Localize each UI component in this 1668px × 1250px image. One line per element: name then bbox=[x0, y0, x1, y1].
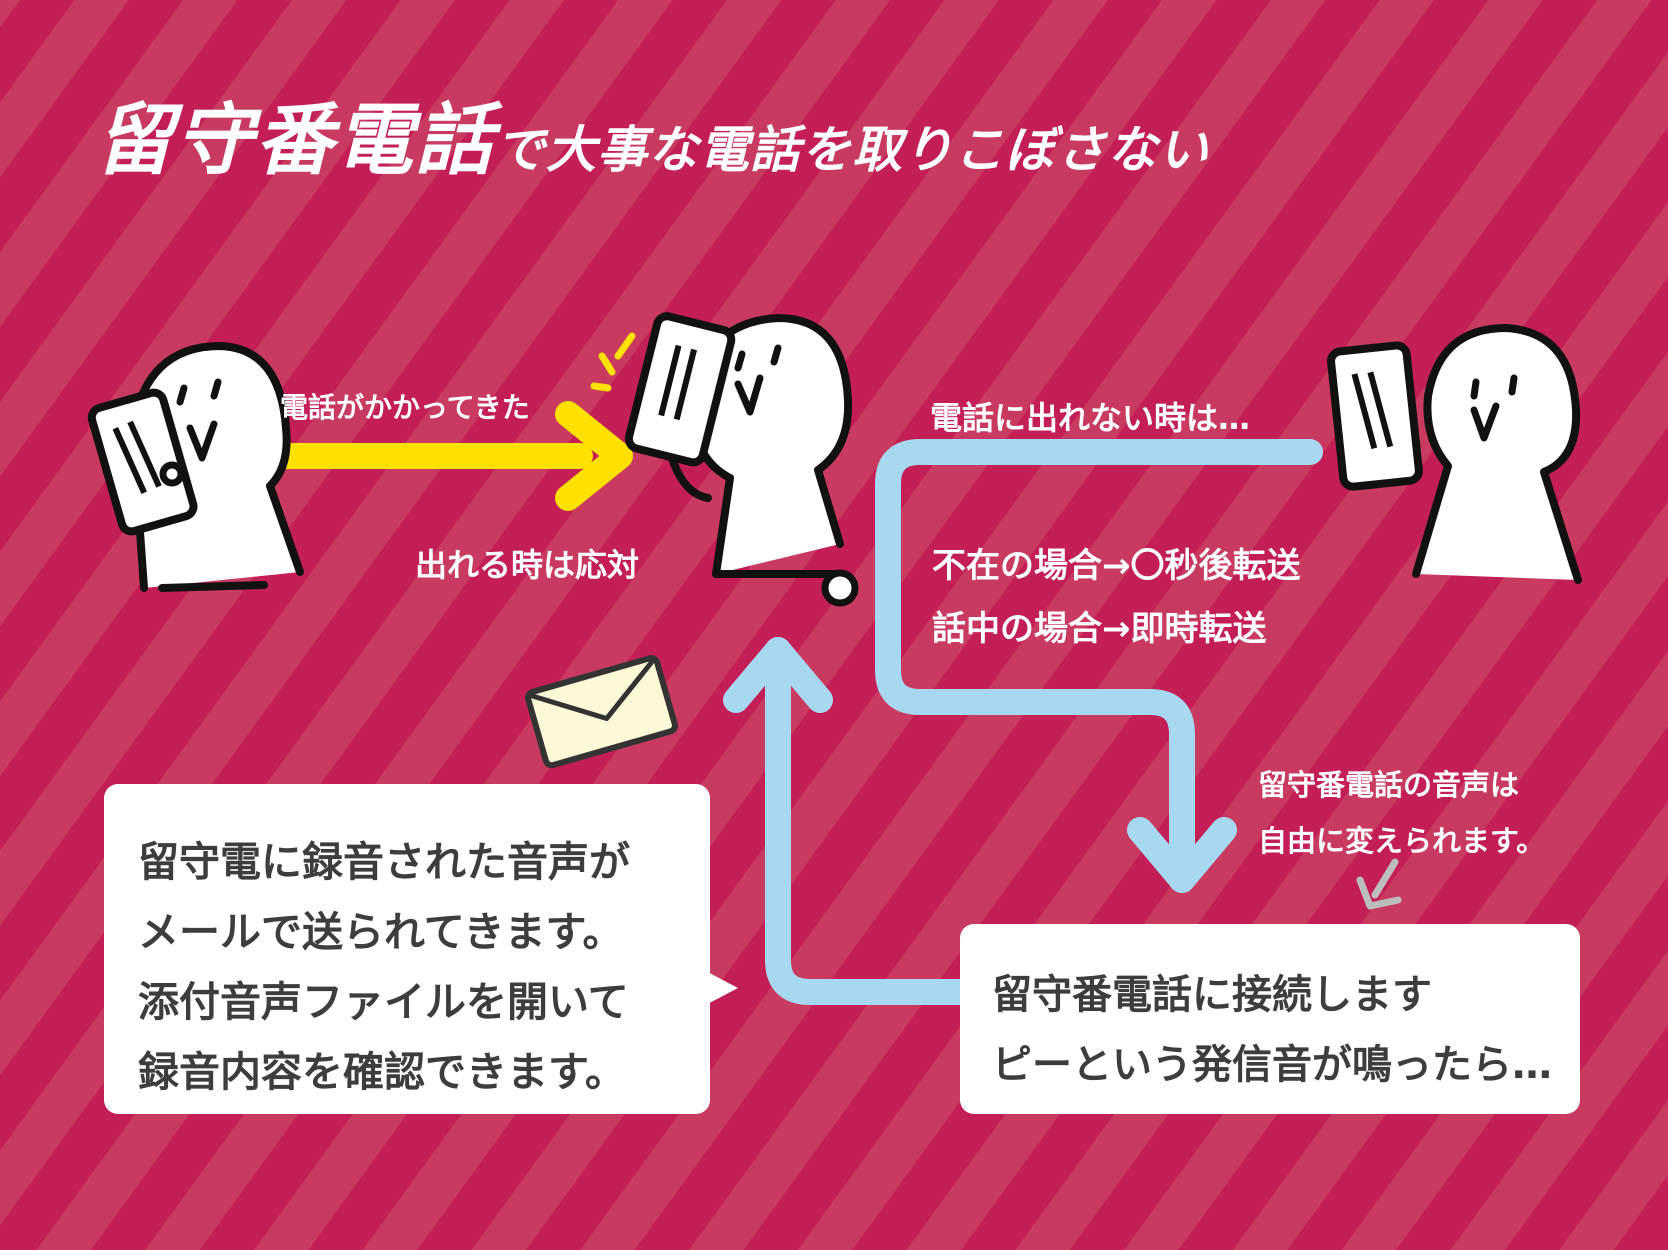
email-box: 留守電に録音された音声が メールで送られてきます。 添付音声ファイルを開いて 録… bbox=[104, 784, 710, 1114]
busy-rule-label: 話中の場合→即時転送 bbox=[932, 609, 1267, 649]
smartphone-icon bbox=[87, 388, 198, 536]
title-rest: で大事な電話を取りこぼさない bbox=[495, 121, 1210, 179]
voicemail-line1: 留守番電話に接続します bbox=[992, 972, 1432, 1018]
smartphone-icon bbox=[624, 312, 736, 467]
title-emphasis: 留守番電話 bbox=[95, 96, 496, 186]
receiver-figure-icon bbox=[624, 312, 853, 578]
email-line3: 添付音声ファイルを開いて bbox=[138, 978, 629, 1026]
email-line4: 録音内容を確認できます。 bbox=[138, 1048, 626, 1096]
return-path-arrow bbox=[723, 637, 973, 1005]
note-pointer-arrow bbox=[1356, 858, 1402, 910]
receiver-hand-icon bbox=[821, 569, 859, 607]
page-title: 留守番電話で大事な電話を取りこぼさない bbox=[95, 78, 1209, 190]
email-line1: 留守電に録音された音声が bbox=[138, 838, 630, 886]
incoming-call-label: 電話がかかってきた bbox=[280, 391, 530, 424]
ring-lines-icon bbox=[590, 332, 636, 392]
answer-label: 出れる時は応対 bbox=[415, 546, 640, 584]
waiting-caller-figure-icon bbox=[1327, 324, 1582, 584]
voicemail-line2: ピーという発信音が鳴ったら… bbox=[992, 1042, 1552, 1088]
cannot-answer-label: 電話に出れない時は… bbox=[930, 399, 1251, 437]
voice-note-line1: 留守番電話の音声は bbox=[1258, 768, 1520, 802]
voice-note-line2: 自由に変えられます。 bbox=[1258, 824, 1546, 858]
forward-path-arrow bbox=[875, 439, 1323, 893]
email-line2: メールで送られてきます。 bbox=[138, 908, 624, 956]
envelope-icon bbox=[525, 655, 678, 769]
incoming-call-arrow bbox=[269, 401, 633, 511]
absent-rule-label: 不在の場合→〇秒後転送 bbox=[932, 546, 1301, 586]
smartphone-icon bbox=[1327, 341, 1423, 491]
caller-figure-icon bbox=[87, 342, 304, 592]
voicemail-box: 留守番電話に接続します ピーという発信音が鳴ったら… bbox=[960, 924, 1580, 1114]
